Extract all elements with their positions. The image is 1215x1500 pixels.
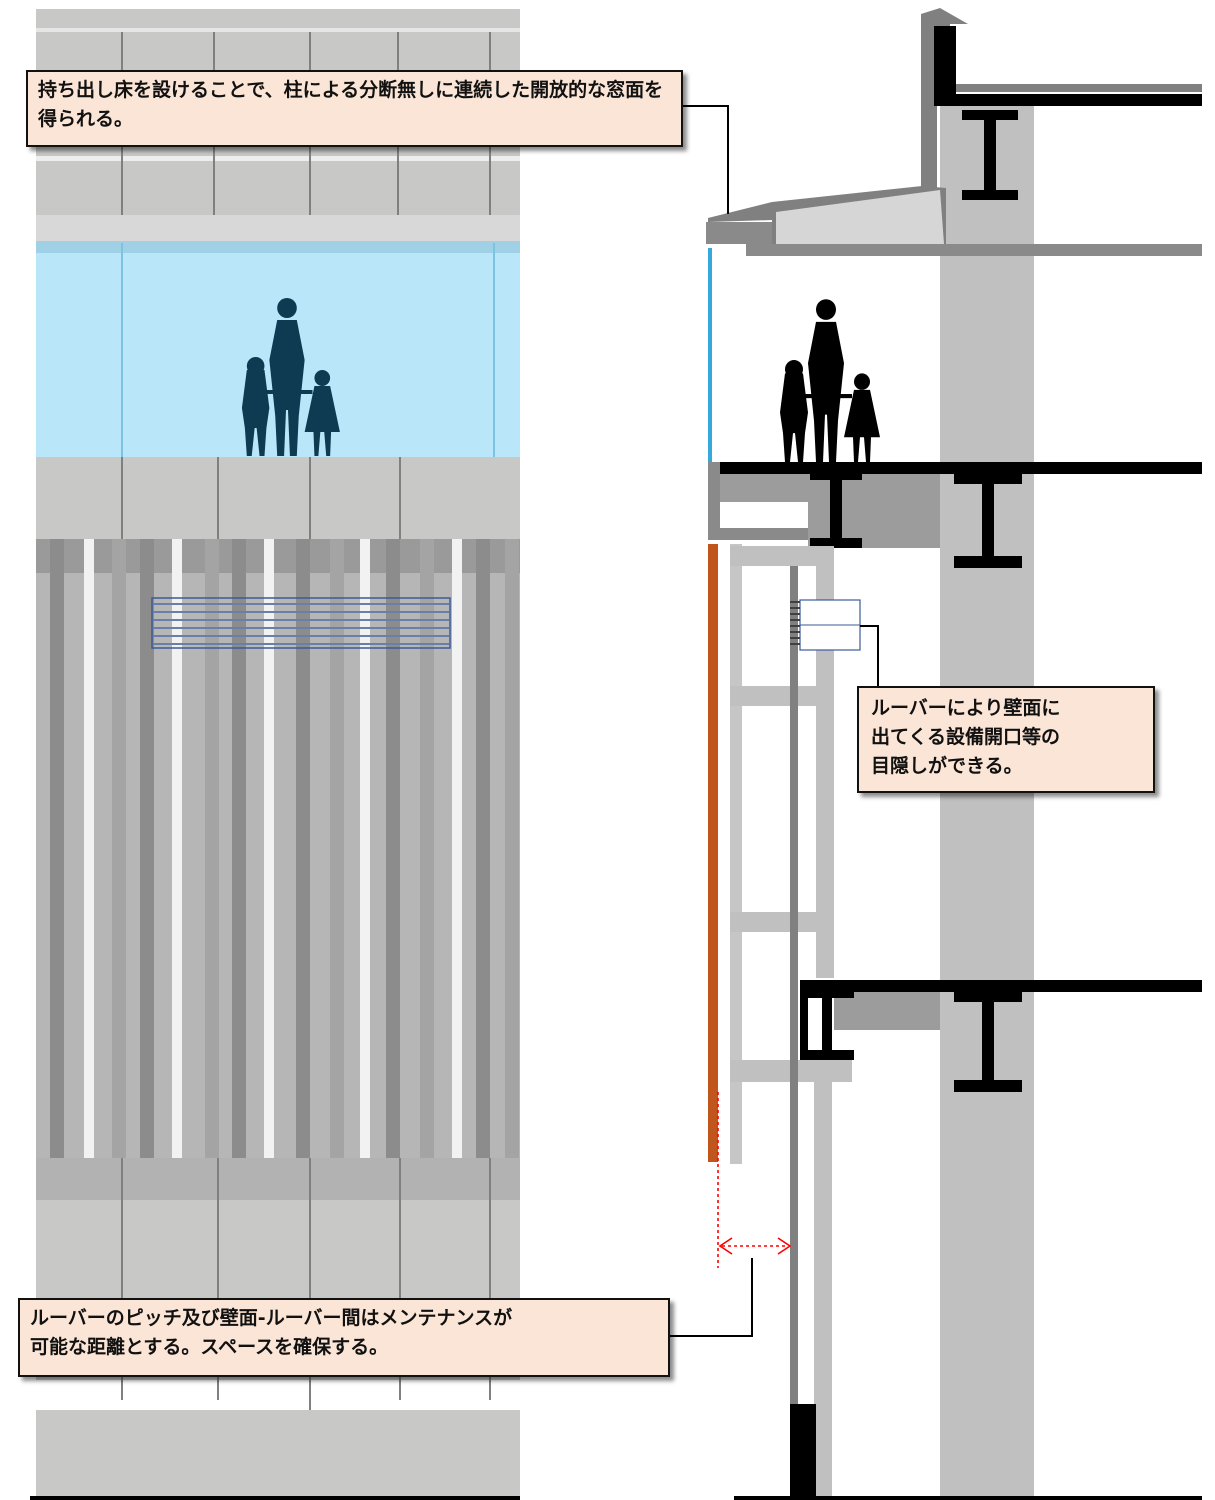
slab-drop	[834, 992, 940, 1030]
louver-grille-icon	[151, 597, 451, 649]
roof-finish	[956, 84, 1202, 92]
louver-section	[790, 566, 798, 1496]
i-beam-icon	[962, 110, 1018, 200]
louver-bar	[505, 539, 519, 1158]
panel-joints-vertical	[121, 457, 401, 539]
louver-support	[816, 546, 834, 978]
louver-support	[730, 546, 834, 566]
louver-bar	[264, 539, 274, 1158]
louver-bars	[50, 539, 519, 1158]
louver-grille-icon	[790, 599, 861, 651]
louver-bar	[420, 539, 434, 1158]
louver-bar	[50, 539, 64, 1158]
louver-bar	[452, 539, 462, 1158]
louver-head	[36, 539, 520, 573]
leader-lines	[670, 105, 879, 1337]
louver-base	[790, 1404, 816, 1500]
louver-bar	[205, 539, 219, 1158]
lower-band-head	[36, 1158, 520, 1200]
i-beam-icon	[800, 988, 854, 1060]
floor-slab	[800, 980, 1202, 992]
callout-maintenance-note: ルーバーのピッチ及び壁面-ルーバー間はメンテナンスが 可能な距離とする。スペース…	[18, 1298, 670, 1377]
slab-edge	[708, 462, 720, 532]
louver-support	[730, 912, 834, 932]
eave-band	[36, 215, 520, 243]
i-beam-icon	[954, 472, 1022, 568]
louver-support	[814, 1080, 832, 1496]
elevation-view	[30, 9, 520, 1500]
panel-joint	[36, 156, 520, 161]
louver-bar	[296, 539, 310, 1158]
louver-zone	[36, 539, 520, 1158]
louver-bar	[84, 539, 94, 1158]
eave-infill	[776, 190, 944, 244]
louver-support	[730, 686, 834, 706]
louver-bar	[386, 539, 400, 1158]
ground-line	[734, 1496, 1202, 1500]
louver-bar	[112, 539, 126, 1158]
callout-louver-note: ルーバーにより壁面に 出てくる設備開口等の 目隠しができる。	[857, 686, 1155, 793]
base-panel	[36, 1410, 520, 1496]
wall-finish	[708, 544, 718, 1162]
louver-bar	[476, 539, 490, 1158]
family-silhouette-icon	[780, 299, 880, 462]
ground-line	[30, 1496, 520, 1500]
concrete-column	[940, 100, 1034, 1496]
slab-soffit	[708, 528, 808, 540]
parapet-steel	[934, 26, 956, 106]
louver-bar	[140, 539, 154, 1158]
callout-window-note: 持ち出し床を設けることで、柱による分断無しに連続した開放的な窓面を得られる。	[26, 70, 683, 147]
section-view	[706, 8, 1202, 1500]
glass-section	[708, 248, 712, 462]
dimension-arrow-icon	[717, 1092, 792, 1268]
louver-bar	[330, 539, 344, 1158]
i-beam-icon	[810, 470, 862, 548]
i-beam-icon	[954, 990, 1022, 1092]
eave-edge	[706, 222, 772, 244]
louver-bar	[232, 539, 246, 1158]
louver-bar	[172, 539, 182, 1158]
ceiling-line	[746, 244, 1202, 256]
floor-band-panel	[36, 457, 520, 539]
mullions	[121, 243, 495, 457]
louver-bar	[360, 539, 370, 1158]
parapet-wall	[921, 24, 937, 202]
roof-slab	[934, 94, 1202, 106]
panel-joint	[36, 28, 520, 32]
slab-edge	[800, 980, 808, 1060]
window-head	[36, 241, 520, 253]
